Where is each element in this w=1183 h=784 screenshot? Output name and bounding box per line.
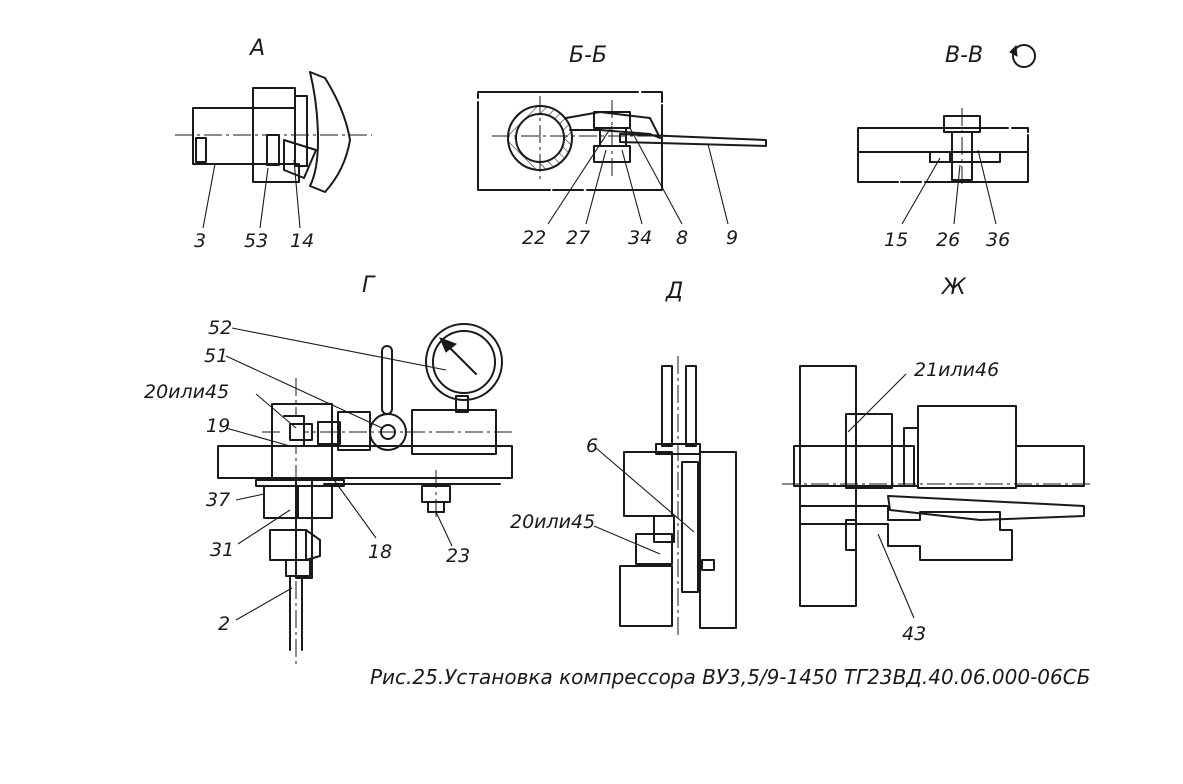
label-bb-8: 8	[676, 227, 688, 249]
view-g: Г	[144, 273, 513, 666]
label-g-37: 37	[206, 489, 230, 511]
label-vv-26: 26	[936, 229, 960, 251]
label-bb-27: 27	[566, 227, 590, 249]
view-a-title: А	[248, 36, 265, 61]
label-g-52: 52	[208, 317, 232, 339]
label-d-6: 6	[586, 435, 598, 457]
label-bb-34: 34	[628, 227, 652, 249]
view-bb: Б-Б 22 27 34 8 9	[477, 43, 767, 249]
label-g-23: 23	[446, 545, 470, 567]
view-zh-title: Ж	[940, 275, 967, 300]
label-g-31: 31	[210, 539, 234, 561]
label-g-51: 51	[204, 345, 228, 367]
label-vv-36: 36	[986, 229, 1010, 251]
label-bb-9: 9	[726, 227, 738, 249]
label-a-3: 3	[194, 230, 206, 252]
view-d: Д 6 20или45	[510, 279, 737, 638]
view-g-title: Г	[362, 273, 376, 298]
label-a-14: 14	[290, 230, 314, 252]
label-g-19: 19	[206, 415, 230, 437]
view-d-title: Д	[665, 279, 683, 304]
figure-caption: Рис.25.Установка компрессора ВУ3,5/9-145…	[370, 665, 1090, 689]
label-a-53: 53	[244, 230, 268, 252]
label-g-18: 18	[368, 541, 392, 563]
label-g-20-or-45: 20или45	[144, 381, 229, 403]
view-a: А 3 53 14	[175, 36, 372, 252]
label-bb-22: 22	[522, 227, 546, 249]
label-zh-21-or-46: 21или46	[914, 359, 999, 381]
rotation-icon	[1009, 44, 1036, 68]
label-d-20-or-45: 20или45	[510, 511, 595, 533]
view-zh: Ж 21или46 43	[782, 275, 1090, 645]
view-vv-title: В-В	[945, 43, 983, 68]
label-vv-15: 15	[884, 229, 908, 251]
view-vv: В-В 15 26 36	[857, 43, 1036, 251]
view-bb-title: Б-Б	[569, 43, 607, 68]
label-zh-43: 43	[902, 623, 926, 645]
label-g-2: 2	[218, 613, 230, 635]
